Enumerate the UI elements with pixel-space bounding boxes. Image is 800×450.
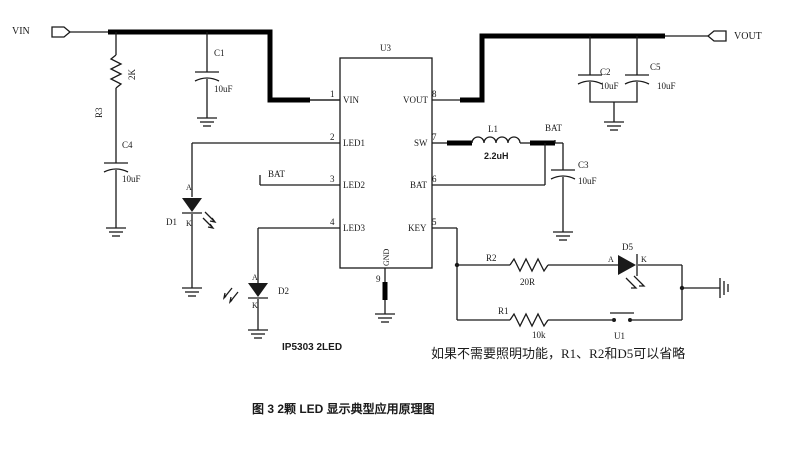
d5-anode: A [608, 255, 614, 264]
pin-4-name: LED3 [343, 223, 365, 233]
r1-resistor [509, 312, 549, 328]
c5-ref: C5 [650, 62, 661, 72]
l1-ref: L1 [488, 124, 498, 134]
c4-value: 10uF [122, 174, 141, 184]
r3-resistor [109, 54, 123, 89]
c1-ref: C1 [214, 48, 225, 58]
note-text: 如果不需要照明功能，R1、R2和D5可以省略 [431, 346, 685, 361]
c2-value: 10uF [600, 81, 619, 91]
pin-5-name: KEY [408, 223, 427, 233]
u1-ref: U1 [614, 331, 625, 341]
d1-ground [182, 287, 202, 297]
c3-ground [553, 231, 573, 241]
pin-7-num: 7 [432, 132, 437, 142]
c4-ground [106, 227, 126, 237]
u1-switch [610, 312, 634, 322]
bat-label-led2: BAT [268, 169, 286, 179]
d2-ref: D2 [278, 286, 289, 296]
vin-port: VIN [12, 26, 72, 38]
c1-capacitor [194, 71, 220, 82]
board-label: IP5303 2LED [282, 342, 342, 353]
c3-capacitor [550, 169, 576, 180]
d5-ref: D5 [622, 242, 633, 252]
r1-value: 10k [532, 330, 546, 340]
d5-cathode: K [641, 255, 647, 264]
pin-8-num: 8 [432, 89, 437, 99]
vout-bold-trace [460, 33, 665, 103]
pin-2-name: LED1 [343, 138, 365, 148]
ic-ref: U3 [380, 43, 391, 53]
vin-bold-trace [108, 29, 310, 103]
c3-value: 10uF [578, 176, 597, 186]
d1-cathode: K [186, 219, 192, 228]
vout-label: VOUT [734, 31, 762, 42]
c2-c5-ground [604, 121, 624, 131]
pin-6-num: 6 [432, 174, 437, 184]
pin-9-name: GND [382, 248, 391, 266]
r1-ref: R1 [498, 306, 509, 316]
pin-2-num: 2 [330, 132, 335, 142]
c4-ref: C4 [122, 140, 133, 150]
r2-resistor [509, 257, 549, 273]
c5-value: 10uF [657, 81, 676, 91]
c2-capacitor [577, 74, 603, 85]
d2-ground [248, 329, 268, 339]
key-ground [719, 278, 729, 298]
d2-led [222, 283, 268, 304]
vin-label: VIN [12, 26, 30, 37]
c4-capacitor [103, 162, 129, 173]
vout-port: VOUT [706, 30, 762, 42]
l1-inductor [471, 136, 521, 144]
d1-led [182, 198, 217, 229]
pin-8-name: VOUT [403, 95, 428, 105]
c3-ref: C3 [578, 160, 589, 170]
pin-6-name: BAT [410, 180, 428, 190]
d5-led [618, 254, 646, 289]
pin-1-name: VIN [343, 95, 359, 105]
bat-label-top: BAT [545, 123, 563, 133]
pin-5-num: 5 [432, 217, 437, 227]
c2-ref: C2 [600, 67, 611, 77]
pin-9-num: 9 [376, 274, 381, 284]
d2-cathode: K [252, 301, 258, 310]
r3-value: 2K [127, 69, 137, 81]
c1-value: 10uF [214, 84, 233, 94]
pin-3-num: 3 [330, 174, 335, 184]
ic-ground [375, 313, 395, 323]
l1-value: 2.2uH [484, 151, 509, 161]
pin-3-name: LED2 [343, 180, 365, 190]
r3-ref: R3 [94, 107, 104, 118]
ic-u3: U3 1 VIN 2 LED1 3 LED2 4 LED3 VOUT 8 SW … [192, 43, 437, 284]
c5-capacitor [624, 74, 650, 85]
pin-1-num: 1 [330, 89, 335, 99]
figure-caption: 图 3 2颗 LED 显示典型应用原理图 [252, 401, 435, 416]
pin-4-num: 4 [330, 217, 335, 227]
d2-anode: A [252, 273, 258, 282]
d1-anode: A [186, 183, 192, 192]
d1-ref: D1 [166, 217, 177, 227]
pin-7-name: SW [414, 138, 428, 148]
c1-ground [197, 117, 217, 127]
r2-value: 20R [520, 277, 535, 287]
r2-ref: R2 [486, 253, 497, 263]
